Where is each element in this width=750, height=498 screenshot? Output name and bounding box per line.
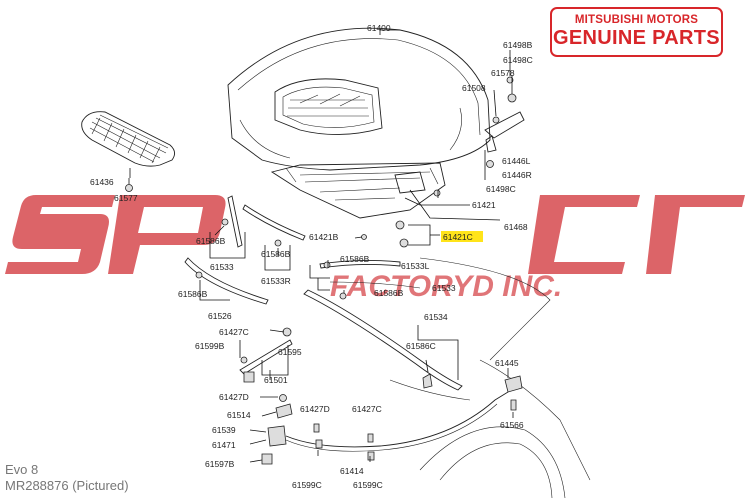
bolt-61498c [433,189,441,197]
part-61501 [243,371,255,383]
watermark-logo-shape [5,195,745,274]
label-61421b: 61421B [309,232,339,242]
label-61427c-a: 61427C [219,327,249,337]
label-61599c-b: 61599C [353,480,383,490]
clip-61421b [361,234,367,240]
hood-seals [184,195,463,391]
watermark-subtext: FACTORYD INC. [330,270,562,303]
label-61539: 61539 [212,425,236,435]
caption-part-number: MR288876 (Pictured) [5,478,129,493]
label-61501: 61501 [264,375,288,385]
label-61599c-a: 61599C [292,480,322,490]
part-61597b [261,453,273,465]
badge-brand: MITSUBISHI MOTORS [574,14,699,26]
clip-61599c-b [367,451,375,461]
label-61498c-top: 61498C [503,55,533,65]
label-61445: 61445 [495,358,519,368]
label-61446r: 61446R [502,170,532,180]
hood-insulator [270,162,446,219]
label-61526: 61526 [208,311,232,321]
grille-61436 [81,111,175,167]
label-61400: 61400 [367,23,391,33]
label-61414: 61414 [340,466,364,476]
label-61514: 61514 [227,410,251,420]
label-61446l: 61446L [502,156,531,166]
caption-model: Evo 8 [5,462,39,477]
label-61533-b: 61533 [432,283,456,293]
bolt-61578 [507,93,517,103]
leader-lines [129,29,514,463]
label-61533-a: 61533 [210,262,234,272]
clip-61427d [279,394,287,402]
caption: Evo 8 MR288876 (Pictured) [5,462,129,494]
clip-61421c-b [399,238,409,248]
part-labels: 61400 61498B 61498C 61578 61508 61446L 6… [90,23,533,490]
label-61586b-a: 61586B [196,236,226,246]
label-61586c: 61586C [406,341,436,351]
label-61427c-b: 61427C [352,404,382,414]
part-61566 [510,399,517,411]
clip-61586b-e [339,292,347,300]
clip-61599c-a [315,439,323,449]
label-61468: 61468 [504,222,528,232]
label-61533r: 61533R [261,276,291,286]
label-61533l: 61533L [401,261,430,271]
label-61599b: 61599B [195,341,225,351]
clip-61421c-a [395,220,405,230]
label-61427d-a: 61427D [219,392,249,402]
label-61498b: 61498B [503,40,533,50]
label-61471: 61471 [212,440,236,450]
clip-61577 [125,184,133,192]
label-61427d-b: 61427D [300,404,330,414]
bolt-61508 [492,116,500,124]
clip-61586b-c [195,271,203,279]
label-61578: 61578 [491,68,515,78]
clip-61586b-a [221,218,229,226]
label-61586b-e: 61586B [374,288,404,298]
badge-title: GENUINE PARTS [553,27,720,49]
label-61566: 61566 [500,420,524,430]
label-61421c: 61421C [443,232,473,242]
clip-61586c [422,373,433,389]
clip-61427c [282,327,292,337]
label-61421: 61421 [472,200,496,210]
label-61436: 61436 [90,177,114,187]
hood-61400 [227,27,491,171]
clip-61427c-b [367,433,374,443]
label-61597b: 61597B [205,459,235,469]
highlight-61421c [441,231,483,242]
release-parts [239,327,523,465]
genuine-parts-badge: MITSUBISHI MOTORS GENUINE PARTS [550,7,723,57]
body-outline [389,257,591,498]
label-61498c: 61498C [486,184,516,194]
clip-61586b-d [323,261,331,269]
label-61534: 61534 [424,312,448,322]
clip-61586b-b [274,239,282,247]
watermark: FACTORYD INC. [5,195,745,303]
hood-hinge [433,76,525,197]
part-61514 [275,403,293,419]
clip-61427d-b [313,423,320,433]
label-61508: 61508 [462,83,486,93]
label-61586b-d: 61586B [340,254,370,264]
label-61577: 61577 [114,193,138,203]
clip-61599b [240,356,248,364]
bolt-61446 [486,160,494,168]
label-61595: 61595 [278,347,302,357]
handle-61445 [504,375,523,393]
latch-61539 [267,425,287,447]
bolt-61498b [506,76,514,84]
label-61586b-b: 61586B [261,249,291,259]
label-61586b-c: 61586B [178,289,208,299]
